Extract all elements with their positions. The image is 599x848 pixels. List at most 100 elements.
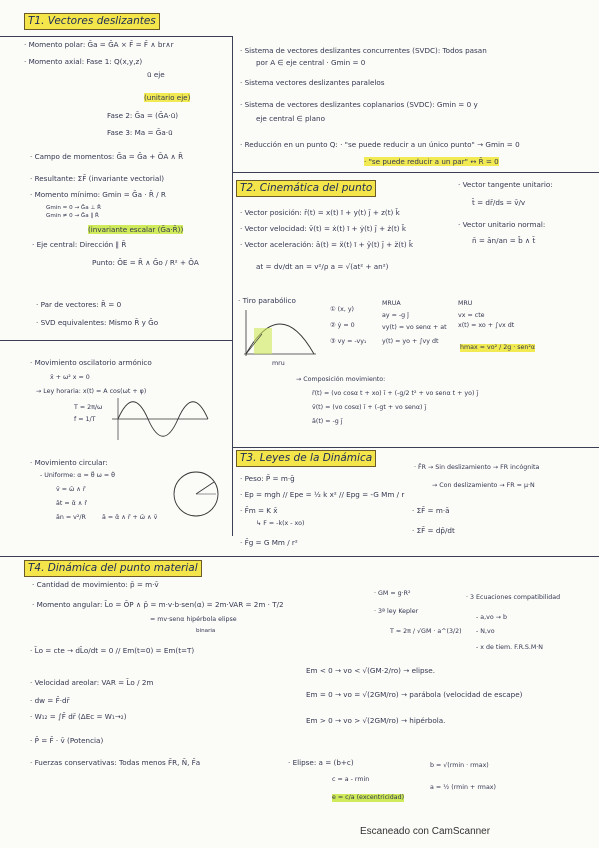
t2-comp: → Composición movimiento: [296, 376, 386, 383]
t3-title: T3. Leyes de la Dinámica [236, 450, 377, 467]
t2-osc: · Movimiento oscilatorio armónico [30, 358, 152, 367]
t2-mru: MRU [458, 300, 473, 307]
t2-tiro: · Tiro parabólico [238, 296, 296, 305]
t2-circ-eq: v̄ = ω̄ ∧ r̄ [56, 486, 86, 493]
t2-osc-eq: ẍ + ω² x = 0 [50, 374, 90, 381]
t2-circ-eq: ān = v²/R [56, 514, 86, 521]
t2-line: · Vector aceleración: ā(t) = ẍ(t) ī + ÿ(… [240, 240, 414, 249]
t2-line: · Vector posición: r̄(t) = x(t) ī + y(t)… [240, 208, 400, 217]
t1-line: · Campo de momentos: Ḡa = Ḡa + ŌA ∧ R̄ [30, 152, 184, 161]
t4-right: - a,vo → b [476, 614, 507, 621]
t2-case: ② ẏ = 0 [330, 322, 355, 329]
t4-right: · 3 Ecuaciones compatibilidad [466, 594, 561, 601]
t1-line: (invariante escalar (Ḡa·R̄)) [88, 225, 184, 234]
footer-scanner-text: Escaneado con CamScanner [360, 826, 491, 837]
t2-osc-eq: T = 2π/ω [74, 404, 103, 411]
t1-line: · Eje central: Dirección ∥ R̄ [32, 240, 127, 249]
t2-right: · Vector tangente unitario: [458, 180, 553, 189]
t3-line: ↳ F = -k(x - xo) [256, 520, 305, 527]
t3-right: · F̄R → Sin deslizamiento → FR incógnita [414, 464, 540, 471]
t1r-line: · "se puede reducir a un par" ↔ R̄ = 0 [364, 157, 499, 166]
t1r-line: · Sistema de vectores deslizantes concur… [240, 46, 487, 55]
t2-comp-eq: r̄(t) = (vo cosα t + xo) ī + (-g/2 t² + … [312, 390, 479, 397]
t2-line: · Vector velocidad: v̄(t) = ẋ(t) ī + ẏ(t… [240, 224, 407, 233]
t4-line: binaria [196, 628, 216, 634]
t4-energy: Em = 0 → vo = √(2GM/ro) → parábola (velo… [306, 690, 523, 699]
t4-energy: Em > 0 → vo > √(2GM/ro) → hipérbola. [306, 716, 446, 725]
t4-line: = mv·senα hipérbola elipse [150, 616, 237, 623]
t2-comp-eq: ā(t) = -g j̄ [312, 418, 343, 425]
t2-mrua: vy(t) = vo senα + at [382, 324, 447, 331]
t2-circ-eq: ā = ᾱ ∧ r̄ + ω̄ ∧ v̄ [102, 514, 158, 521]
t1-line: Gmin = 0 → Ḡa ⊥ R̄ [46, 205, 102, 211]
t1r-line: · Reducción en un punto Q: · "se puede r… [240, 140, 520, 149]
t2-circ-eq: āt = ᾱ ∧ r̄ [56, 500, 87, 507]
t2-circ-eq: - Uniforme: α = θ̈ ω = θ̇ [40, 472, 115, 479]
t4-right: · 3ª ley Kepler [374, 608, 419, 615]
t1r-line: · Sistema de vectores deslizantes coplan… [240, 100, 478, 109]
t4-right: - x de tiem. F.R.S.M·N [476, 644, 544, 651]
t2-comp-eq: v̄(t) = (vo cosα) ī + (-gt + vo senα) j̄ [312, 404, 427, 411]
t3-right: · ΣF̄ = m·ā [412, 506, 450, 515]
t4-right: T = 2π / √GM · a^(3/2) [390, 628, 462, 635]
t2-right: n̄ = ān/an = b̄ ∧ t̄ [472, 236, 536, 245]
t1-line: · Momento axial: Fase 1: Q(x,y,z) [24, 57, 143, 66]
t4-energy: Em < 0 → vo < √(GM·2/ro) → elipse. [306, 666, 435, 675]
t2-mrua: MRUA [382, 300, 401, 307]
t3-right: → Con deslizamiento → FR = μ·N [432, 482, 535, 489]
t4-line: · P̄ = F̄ · v̄ (Potencia) [30, 736, 104, 745]
t4-line: · W₁₂ = ∫F̄ dr̄ (ΔEc = W₁→₂) [30, 712, 127, 721]
t2-case: ① (x, y) [330, 306, 355, 313]
t1-line: Gmin ≠ 0 → Ḡa ∥ R̄ [46, 213, 99, 219]
t3-line: · F̄g = G Mm / r² [240, 538, 298, 547]
divider-t1-end [0, 340, 232, 341]
t1r-line: · Sistema vectores deslizantes paralelos [240, 78, 385, 87]
t1-line: Fase 3: Ma = Ḡa·ū [107, 128, 173, 137]
t1-line: Punto: ŌE = R̄ ∧ Ḡo / R² + ŌA [92, 258, 199, 267]
t2-case: ③ vy = -vy₁ [330, 338, 367, 345]
divider-t2-top [232, 172, 599, 173]
divider-col1 [232, 36, 233, 536]
t4-line: · Fuerzas conservativas: Todas menos F̄R… [30, 758, 201, 767]
t2-mrua: ay = -g ĵ [382, 312, 409, 319]
t4-elipse: · Elipse: a = (b+c) [288, 758, 354, 767]
t1r-line: por A ∈ eje central · Gmin = 0 [256, 58, 366, 67]
t2-hmax: hmax = vo² / 2g · sen²α [460, 344, 536, 352]
t4-line: · Cantidad de movimiento: p̄ = m·v̄ [32, 580, 159, 589]
t2-right: · Vector unitario normal: [458, 220, 546, 229]
t3-line: · Ep = mgh // Epe = ½ k x² // Epg = -G M… [240, 490, 405, 499]
t2-circ: · Movimiento circular: [30, 458, 108, 467]
t1-line: Fase 2: Ḡa = (ḠA·ū) [107, 111, 179, 120]
divider-top [0, 36, 232, 37]
t4-line: · L̄o = cte → dL̄o/dt = 0 // Em(t=0) = E… [30, 646, 195, 655]
t2-mrua: y(t) = yo + ∫vy dt [382, 338, 439, 345]
divider-t3-top [232, 447, 599, 448]
t4-right: · GM = g·R² [374, 590, 411, 597]
circle-diagram [173, 471, 219, 517]
t3-line: · F̄m = K x̄ [240, 506, 278, 515]
t2-line: at = dv/dt an = v²/ρ a = √(at² + an²) [256, 262, 389, 271]
t2-mru: x(t) = xo + ∫vx dt [458, 322, 515, 329]
t2-mru: vx = cte [458, 312, 485, 319]
t2-osc-eq: → Ley horaria: x(t) = A cos(ωt + φ) [36, 388, 147, 395]
t4-elipse: e = c/a (excentricidad) [332, 794, 405, 802]
t4-elipse: b = √(rmin · rmax) [430, 762, 489, 769]
t1-line: · Momento polar: Ḡa = ḠA × F̄ = F̄ ∧ br∧… [24, 40, 174, 49]
t2-right: t̄ = dr̄/ds = v̄/v [472, 198, 526, 207]
t2-title: T2. Cinemática del punto [236, 180, 377, 197]
t1-line: · Momento mínimo: Gmin = Ḡa · R̄ / R [30, 190, 166, 199]
t1-line: · SVD equivalentes: Mismo R̄ y Ḡo [36, 318, 159, 327]
t1-line: ū eje [147, 70, 165, 79]
divider-t4-top [0, 556, 599, 557]
t1-line: · Resultante: ΣF̄ (invariante vectorial) [30, 174, 165, 183]
t4-elipse: a = ½ (rmin + rmax) [430, 784, 496, 791]
t4-title: T4. Dinámica del punto material [24, 560, 202, 577]
t4-right: - N,vo [476, 628, 495, 635]
t1-line: · Par de vectores: R̄ = 0 [36, 300, 122, 309]
t1-line: (unitario eje) [144, 93, 191, 102]
t3-right: · ΣF̄ = dp̄/dt [412, 526, 455, 535]
t4-elipse: c = a - rmin [332, 776, 370, 783]
t4-line: · Momento angular: L̄o = ŌP ∧ p̄ = m·v·b… [32, 600, 284, 609]
parabola-diagram [244, 310, 316, 356]
